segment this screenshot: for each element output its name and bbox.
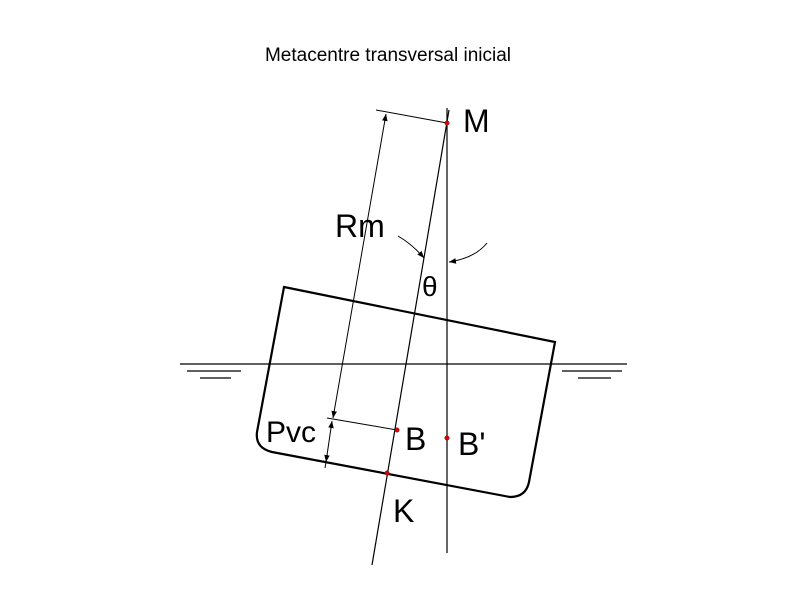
- angle-arrow-left: [397, 235, 425, 259]
- pvc-dimension-line: [324, 420, 334, 463]
- diagram-title: Metacentre transversal inicial: [264, 45, 512, 66]
- point-b: [394, 427, 400, 433]
- pvc-extension-line: [326, 417, 398, 431]
- pvc-dimension-tail: [324, 461, 327, 469]
- label-m: M: [463, 103, 490, 139]
- angle-arrow-right: [448, 242, 488, 264]
- rm-dimension-line: [331, 113, 388, 419]
- hull: [255, 285, 557, 499]
- label-k: K: [393, 493, 414, 529]
- point-b-prime: [444, 435, 450, 441]
- label-b-prime: B': [458, 426, 485, 462]
- point-m: [444, 120, 450, 126]
- label-theta: θ: [422, 271, 438, 302]
- point-k: [384, 470, 390, 476]
- label-pvc: Pvc: [266, 416, 316, 449]
- label-b: B: [405, 421, 426, 457]
- rm-extension-line: [375, 109, 448, 124]
- label-rm: Rm: [335, 208, 385, 244]
- inclined-centerline: [371, 109, 450, 566]
